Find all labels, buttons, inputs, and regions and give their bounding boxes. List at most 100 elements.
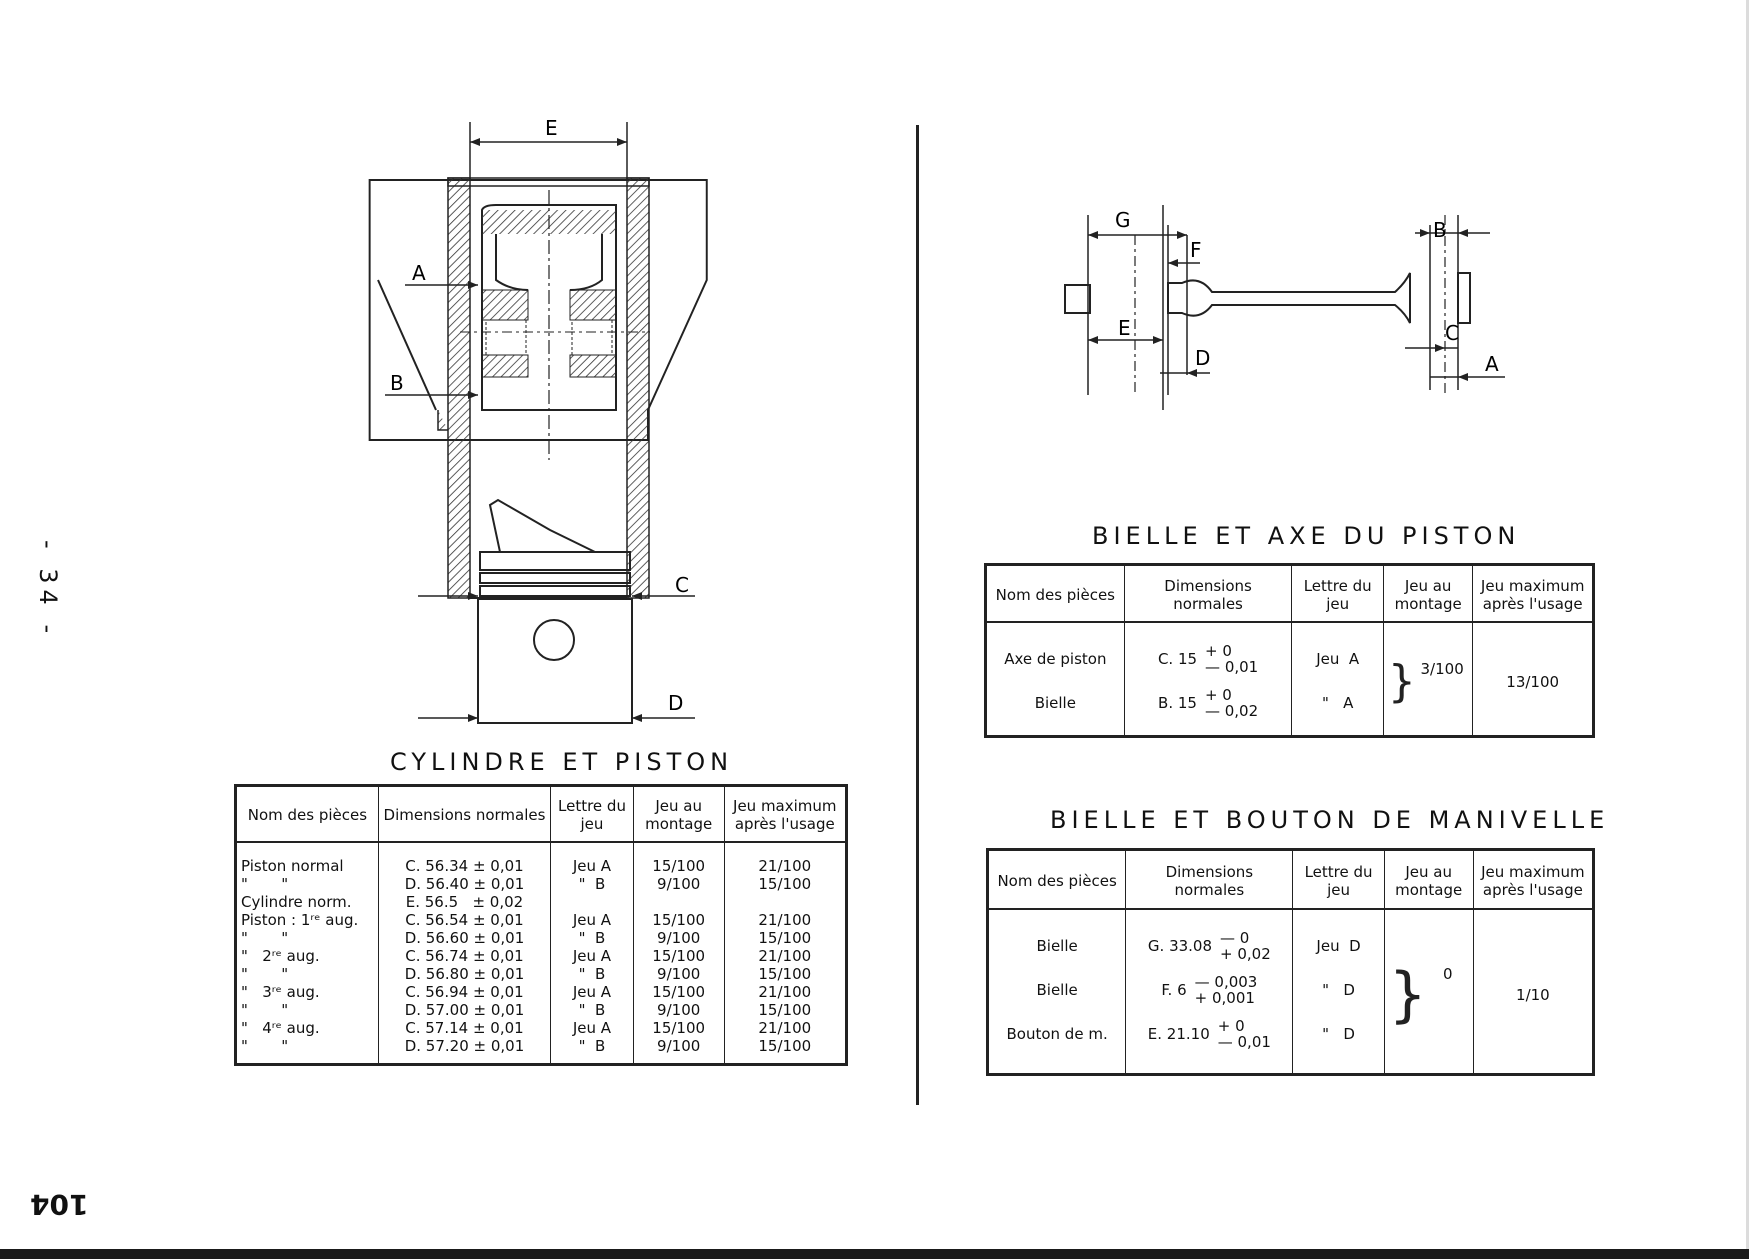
page-edge-shadow [1746, 0, 1749, 1249]
label-b-rod: B [1433, 218, 1447, 242]
table-cell: Cylindre norm. [241, 893, 352, 911]
label-b: B [390, 371, 404, 395]
table-cell: 15/100 [652, 857, 706, 875]
label-g: G [1115, 208, 1131, 232]
table-cell: D. 56.80 ± 0,01 [404, 965, 525, 983]
table-cell: 21/100 [758, 947, 812, 965]
left-title: CYLINDRE ET PISTON [390, 748, 734, 776]
letter: " D [1322, 1025, 1355, 1044]
letter: " D [1322, 981, 1355, 1000]
header-cell: Dimensions normales [1123, 564, 1292, 623]
part-name: Bielle [1036, 981, 1078, 1000]
table2-title: BIELLE ET BOUTON DE MANIVELLE [1050, 806, 1610, 834]
table-cell: E. 56.5 ± 0,02 [405, 893, 524, 911]
label-d: D [668, 691, 683, 715]
letters-column: Jeu D" D" D [1292, 909, 1385, 1075]
letter: " A [1321, 694, 1354, 712]
header-cell: Jeu au montage [1382, 564, 1473, 623]
header-cell: Nom des pièces [235, 785, 379, 843]
header-cell: Dimensions normales [377, 785, 551, 843]
table-cell: " B [578, 929, 606, 947]
table-cell: D. 56.40 ± 0,01 [404, 875, 525, 893]
part-name: Bielle [1036, 937, 1078, 956]
montage-cell: }3/100 [1382, 622, 1473, 737]
table-cell: 15/100 [652, 983, 706, 1001]
rod-crankpin-table: Nom des pièces Dimensions normales Lettr… [986, 848, 1595, 1076]
letters-column: Jeu A " A [1291, 622, 1384, 737]
side-page-number: - 34 - [34, 540, 62, 640]
label-f: F [1190, 238, 1202, 262]
header-cell: Jeu au montage [1383, 849, 1474, 911]
cylinder-piston-table: Nom des pièces Dimensions normales Lettr… [234, 784, 848, 1066]
table-cell: Jeu A [572, 983, 612, 1001]
table-cell: Piston : 1ʳᵉ aug. [241, 911, 359, 929]
table-cell: 15/100 [758, 1037, 812, 1055]
label-d-rod: D [1195, 346, 1210, 370]
dimensions-column: C. 15+ 0— 0,01 B. 15+ 0— 0,02 [1123, 622, 1292, 737]
header-cell: Jeu au montage [632, 785, 725, 843]
table-cell: " B [578, 1037, 606, 1055]
table-cell: C. 56.34 ± 0,01 [405, 857, 524, 875]
table-cell: C. 56.74 ± 0,01 [405, 947, 524, 965]
label-a-rod: A [1485, 352, 1499, 376]
brace: } [1388, 959, 1427, 1030]
letter: Jeu A [1316, 650, 1360, 668]
table-cell: 15/100 [758, 1001, 812, 1019]
table-cell: 15/100 [758, 929, 812, 947]
table-cell: Jeu A [572, 911, 612, 929]
table-cell: " " [241, 875, 289, 893]
header-cell: Lettre du jeu [1292, 849, 1385, 911]
dimension: F. 6— 0,003+ 0,001 [1161, 973, 1258, 1008]
header-cell: Jeu maximum après l'usage [723, 785, 847, 843]
header-cell: Jeu maximum après l'usage [1472, 849, 1594, 911]
table-cell: " B [578, 1001, 606, 1019]
part-name: Axe de piston [1004, 650, 1107, 668]
table-cell: C. 56.94 ± 0,01 [405, 983, 524, 1001]
table-cell: C. 56.54 ± 0,01 [405, 911, 524, 929]
rod-pin-table: Nom des pièces Dimensions normales Lettr… [984, 563, 1595, 738]
dimension: E. 21.10+ 0— 0,01 [1147, 1017, 1271, 1052]
label-c-rod: C [1445, 321, 1459, 345]
part-name: Bouton de m. [1006, 1025, 1108, 1044]
table-cell: " " [241, 1001, 289, 1019]
table-cell: " " [241, 1037, 289, 1055]
table-header-row: Nom des pièces Dimensions normales Lettr… [235, 785, 847, 843]
table-cell: 9/100 [657, 965, 701, 983]
label-c: C [675, 573, 689, 597]
header-cell: Nom des pièces [987, 849, 1126, 911]
table-cell: D. 57.00 ± 0,01 [404, 1001, 525, 1019]
table-cell [729, 893, 841, 911]
table-cell: 15/100 [758, 965, 812, 983]
names-column: Piston normal" "Cylindre norm.Piston : 1… [236, 842, 379, 1065]
table-cell: 21/100 [758, 1019, 812, 1037]
label-a: A [412, 261, 426, 285]
dimension: B. 15+ 0— 0,02 [1158, 686, 1259, 720]
table-header-row: Nom des pièces Dimensions normales Lettr… [985, 564, 1594, 623]
table-cell: 9/100 [657, 929, 701, 947]
label-e: E [545, 116, 558, 140]
dimension: C. 15+ 0— 0,01 [1157, 642, 1259, 676]
footer-page-number: 104 [30, 1188, 89, 1221]
table-cell: Jeu A [572, 947, 612, 965]
cylinder-piston-diagram: E A B C D [368, 116, 708, 724]
dimension: G. 33.08— 0+ 0,02 [1147, 929, 1271, 964]
maximum-cell: 13/100 [1472, 622, 1594, 737]
table-cell: 15/100 [758, 875, 812, 893]
table-cell: " B [578, 965, 606, 983]
table-cell: Jeu A [572, 1019, 612, 1037]
table-cell: D. 57.20 ± 0,01 [404, 1037, 525, 1055]
brace: } [1387, 656, 1416, 707]
table-body-row: Piston normal" "Cylindre norm.Piston : 1… [236, 842, 847, 1065]
label-e-rod: E [1118, 316, 1131, 340]
table-cell: Piston normal [241, 857, 344, 875]
header-cell: Jeu maximum après l'usage [1472, 564, 1594, 623]
dimensions-column: G. 33.08— 0+ 0,02 F. 6— 0,003+ 0,001 E. 21… [1125, 909, 1293, 1075]
table-cell: 9/100 [657, 1001, 701, 1019]
table-cell: 21/100 [758, 983, 812, 1001]
table-cell: " B [578, 875, 606, 893]
